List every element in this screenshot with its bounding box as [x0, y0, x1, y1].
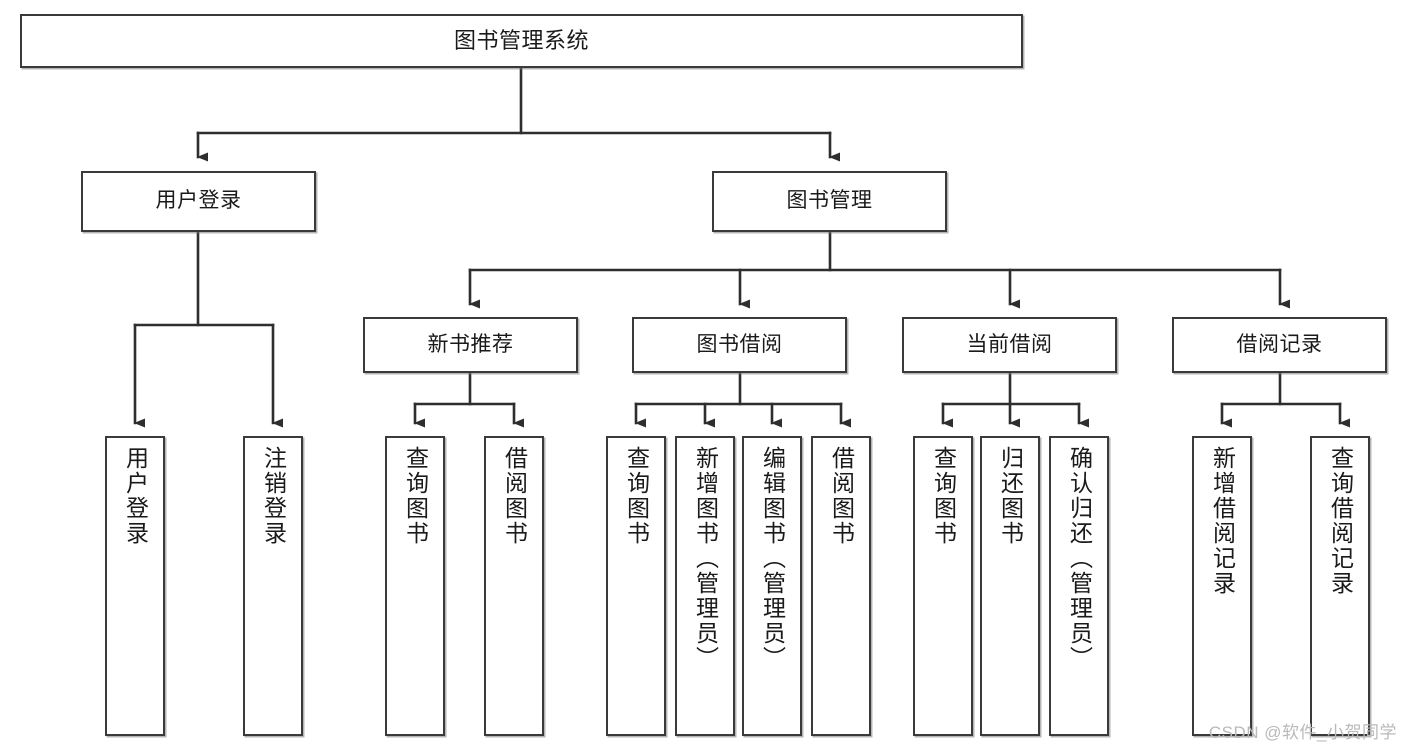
node-label: 借阅图书: [828, 446, 855, 546]
node-label: 借阅图书: [501, 446, 528, 546]
node-book-borrow[interactable]: 图书借阅: [632, 317, 847, 373]
node-label: 图书管理系统: [453, 28, 589, 54]
leaf-user-login-login[interactable]: 用户登录: [105, 436, 165, 736]
node-label: 当前借阅: [966, 332, 1053, 356]
node-label: 查询图书: [402, 446, 429, 546]
leaf-book-borrow-borrow[interactable]: 借阅图书: [811, 436, 871, 736]
node-label: 用户登录: [122, 446, 149, 546]
watermark-text: CSDN @软件_小贺同学: [1208, 723, 1397, 742]
node-borrow-record[interactable]: 借阅记录: [1172, 317, 1387, 373]
node-label: 图书借阅: [696, 332, 783, 356]
leaf-current-borrow-query[interactable]: 查询图书: [913, 436, 973, 736]
node-label: 归还图书: [997, 446, 1024, 546]
node-label: 注销登录: [260, 446, 287, 546]
node-new-book-recommend[interactable]: 新书推荐: [363, 317, 578, 373]
leaf-borrow-record-query[interactable]: 查询借阅记录: [1310, 436, 1370, 736]
node-current-borrow[interactable]: 当前借阅: [902, 317, 1117, 373]
node-label: 查询图书: [623, 446, 650, 546]
node-label: 新增图书（管理员）: [692, 446, 719, 671]
node-label: 编辑图书（管理员）: [759, 446, 786, 671]
leaf-book-borrow-add[interactable]: 新增图书（管理员）: [675, 436, 735, 736]
leaf-new-book-query[interactable]: 查询图书: [385, 436, 445, 736]
node-label: 新书推荐: [427, 332, 514, 356]
node-label: 查询图书: [930, 446, 957, 546]
node-label: 用户登录: [155, 189, 242, 213]
node-book-management[interactable]: 图书管理: [712, 171, 947, 232]
node-label: 借阅记录: [1236, 332, 1323, 356]
node-label: 图书管理: [786, 189, 873, 213]
leaf-borrow-record-add[interactable]: 新增借阅记录: [1192, 436, 1252, 736]
node-label: 新增借阅记录: [1209, 446, 1236, 596]
node-user-login[interactable]: 用户登录: [81, 171, 316, 232]
leaf-current-borrow-return[interactable]: 归还图书: [980, 436, 1040, 736]
node-label: 查询借阅记录: [1327, 446, 1354, 596]
leaf-user-login-logout[interactable]: 注销登录: [243, 436, 303, 736]
leaf-new-book-borrow[interactable]: 借阅图书: [484, 436, 544, 736]
leaf-book-borrow-query[interactable]: 查询图书: [606, 436, 666, 736]
node-label: 确认归还（管理员）: [1066, 446, 1093, 671]
leaf-current-borrow-confirm-return[interactable]: 确认归还（管理员）: [1049, 436, 1109, 736]
leaf-book-borrow-edit[interactable]: 编辑图书（管理员）: [742, 436, 802, 736]
node-root-system[interactable]: 图书管理系统: [20, 14, 1023, 68]
